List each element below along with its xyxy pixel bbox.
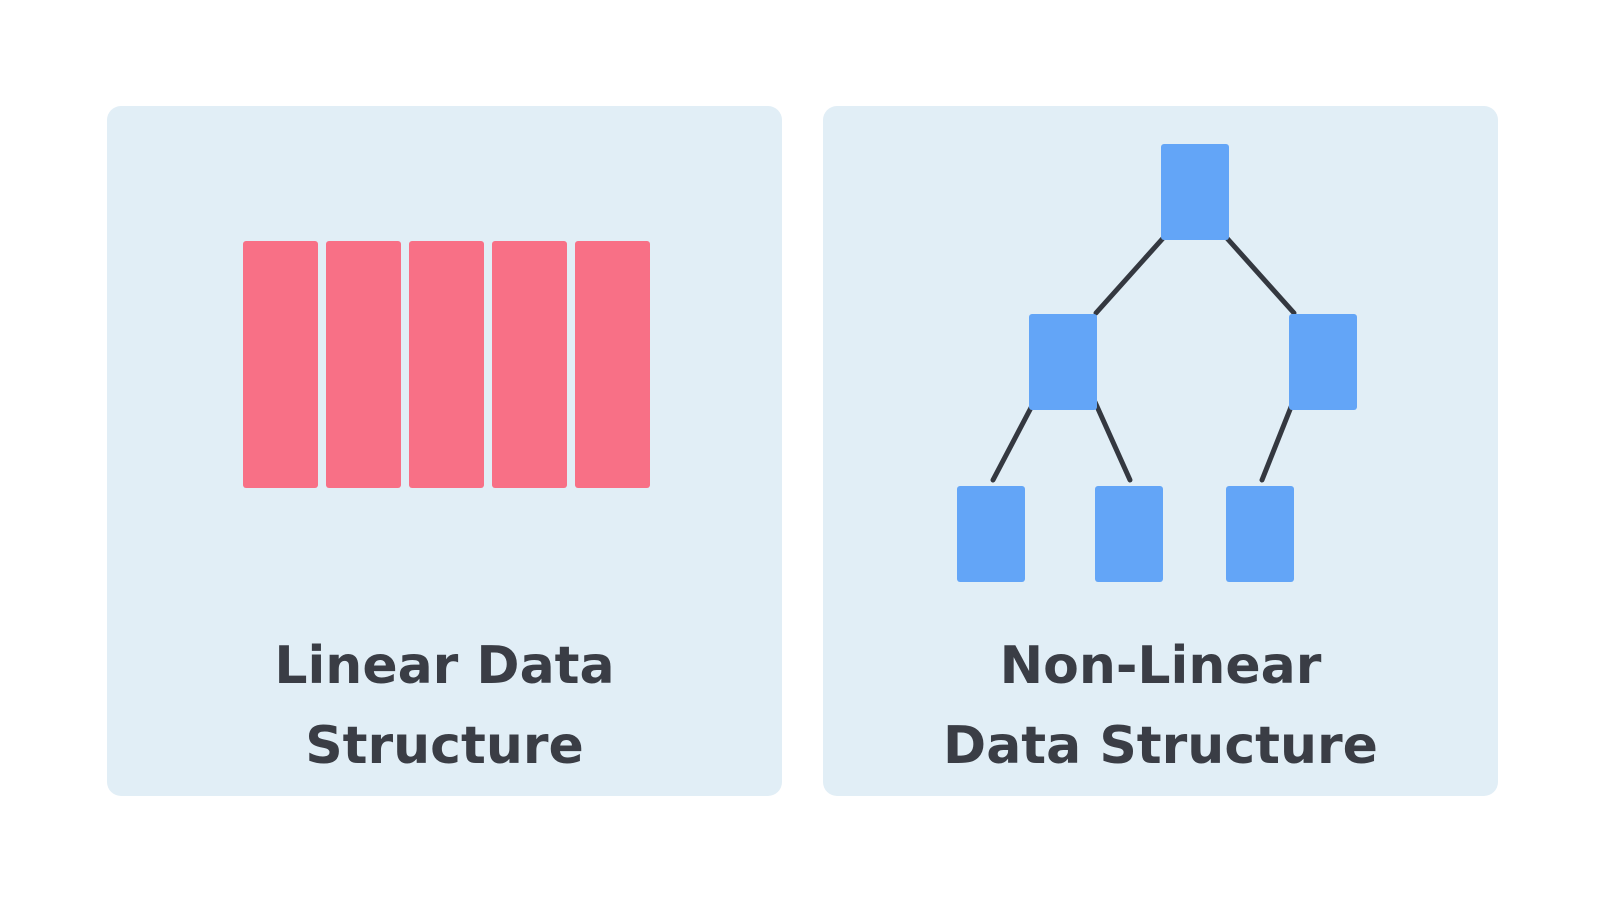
array-illustration <box>243 241 650 488</box>
array-cell <box>326 241 401 488</box>
tree-node-right <box>1289 314 1357 410</box>
tree-node-root <box>1161 144 1229 240</box>
tree-edge-root-right <box>1222 233 1297 316</box>
array-cell <box>575 241 650 488</box>
non-linear-title-line-2: Data Structure <box>943 716 1378 776</box>
tree-edges <box>990 233 1297 483</box>
linear-title-line-2: Structure <box>305 716 584 776</box>
tree-edge-right-rightleft <box>1259 399 1296 483</box>
non-linear-data-structure-card: Non-Linear Data Structure <box>823 106 1498 796</box>
array-cell <box>409 241 484 488</box>
array-cell <box>492 241 567 488</box>
tree-illustration <box>957 144 1357 582</box>
non-linear-title-line-1: Non-Linear <box>999 636 1322 696</box>
tree-node-right-left <box>1226 486 1294 582</box>
linear-data-structure-card: Linear Data Structure <box>107 106 782 796</box>
tree-node-left-right <box>1095 486 1163 582</box>
tree-nodes <box>957 144 1357 582</box>
array-cell <box>243 241 318 488</box>
tree-node-left-left <box>957 486 1025 582</box>
linear-title: Linear Data Structure <box>107 626 782 786</box>
non-linear-title: Non-Linear Data Structure <box>823 626 1498 786</box>
tree-node-left <box>1029 314 1097 410</box>
linear-title-line-1: Linear Data <box>274 636 615 696</box>
tree-edge-left-leftright <box>1092 399 1133 483</box>
tree-edge-root-left <box>1093 233 1168 316</box>
tree-edge-left-leftleft <box>990 399 1037 483</box>
